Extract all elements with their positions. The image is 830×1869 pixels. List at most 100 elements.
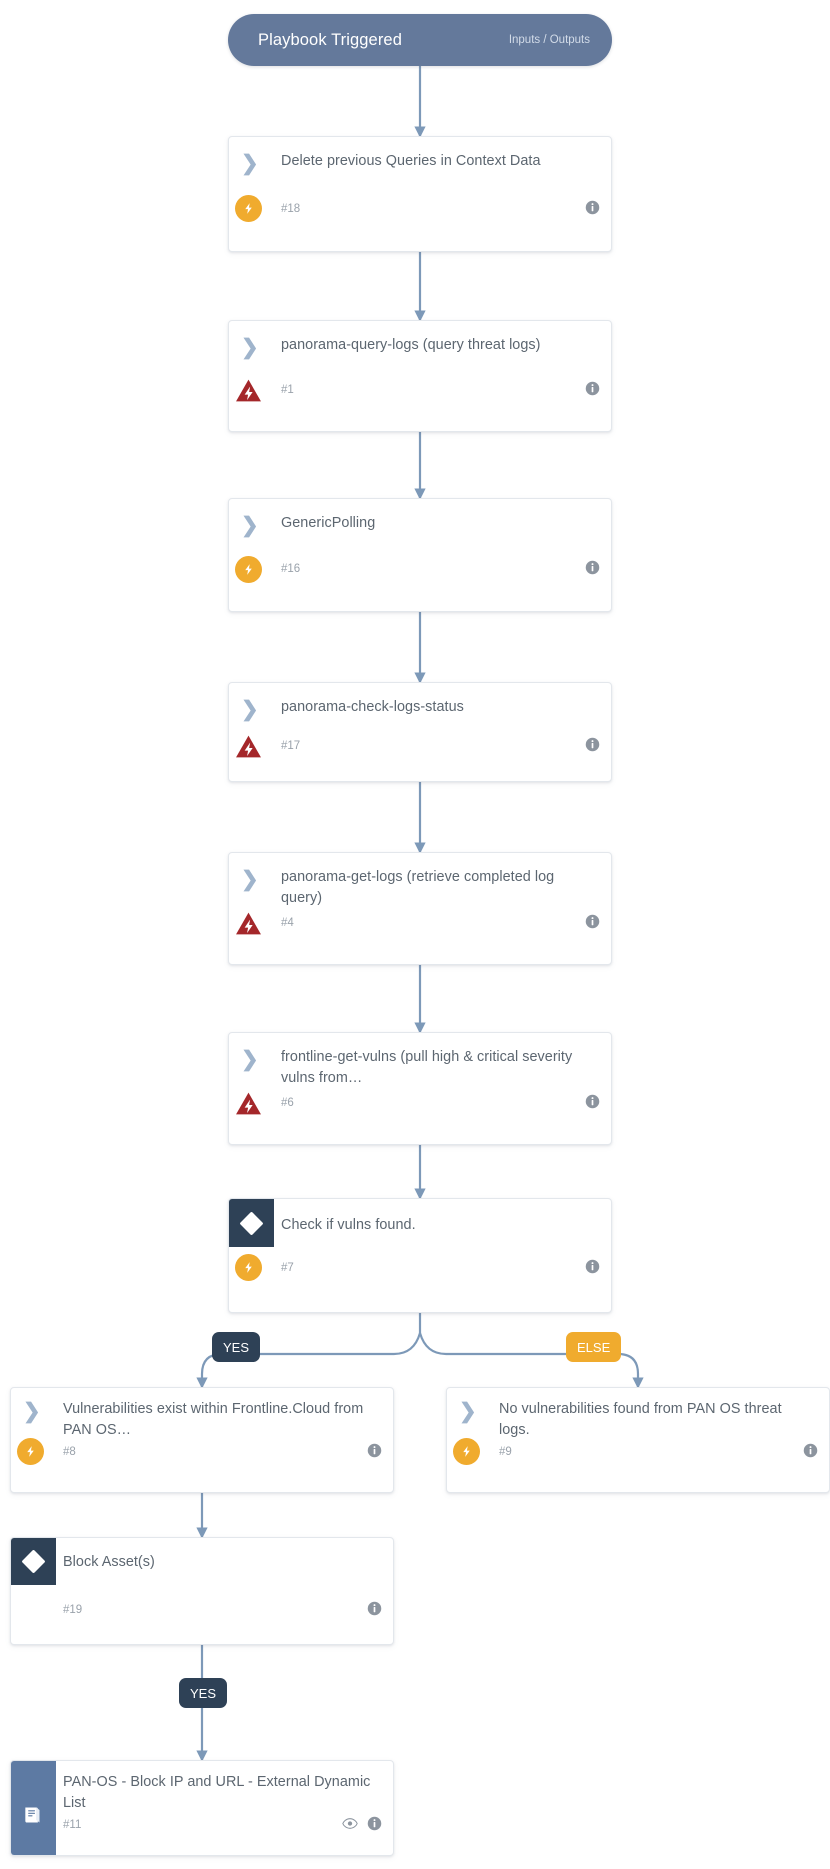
chevron-right-icon: ❯ — [241, 336, 259, 359]
info-icon[interactable] — [585, 200, 600, 215]
amber-lightning-badge — [17, 1438, 44, 1465]
chevron-right-icon: ❯ — [23, 1400, 41, 1423]
red-warning-lightning-badge — [235, 1090, 262, 1117]
chevron-right-icon: ❯ — [459, 1400, 477, 1423]
subplaybook-node-11[interactable]: PAN-OS - Block IP and URL - External Dyn… — [10, 1760, 394, 1856]
warning-triangle-glyph — [236, 1092, 261, 1115]
node-title: Delete previous Queries in Context Data — [281, 153, 541, 169]
diamond-icon — [21, 1549, 46, 1574]
chevron-right-icon: ❯ — [241, 698, 259, 721]
info-icon[interactable] — [585, 1259, 600, 1274]
task-node-8[interactable]: ❯ Vulnerabilities exist within Frontline… — [10, 1387, 394, 1493]
chevron-right-icon: ❯ — [241, 1048, 259, 1071]
info-icon[interactable] — [367, 1443, 382, 1458]
node-icon-column: ❯ — [229, 853, 273, 964]
node-actions[interactable] — [585, 560, 600, 575]
node-actions[interactable] — [342, 1816, 382, 1831]
lightning-glyph — [245, 203, 252, 214]
branch-label-yes-1[interactable]: YES — [212, 1332, 261, 1362]
node-title: PAN-OS - Block IP and URL - External Dyn… — [63, 1774, 371, 1811]
branch-label-yes-2[interactable]: YES — [179, 1678, 228, 1708]
node-title: Vulnerabilities exist within Frontline.C… — [63, 1401, 364, 1438]
trigger-title: Playbook Triggered — [258, 30, 402, 49]
node-icon-column: ❯ — [229, 321, 273, 431]
node-id: #9 — [499, 1446, 512, 1458]
subplaybook-icon-block — [11, 1761, 56, 1855]
info-icon[interactable] — [803, 1443, 818, 1458]
branch-label-else-1[interactable]: ELSE — [566, 1332, 622, 1362]
warning-triangle-glyph — [236, 379, 261, 402]
node-id: #6 — [281, 1097, 294, 1109]
node-icon-column: ❯ — [447, 1388, 491, 1492]
node-id: #4 — [281, 917, 294, 929]
lightning-glyph — [245, 1262, 252, 1273]
red-warning-lightning-badge — [235, 377, 262, 404]
task-node-18[interactable]: ❯ Delete previous Queries in Context Dat… — [228, 136, 612, 252]
task-node-4[interactable]: ❯ panorama-get-logs (retrieve completed … — [228, 852, 612, 965]
node-title: panorama-query-logs (query threat logs) — [281, 337, 541, 353]
node-title: Check if vulns found. — [281, 1217, 416, 1233]
node-title: frontline-get-vulns (pull high & critica… — [281, 1049, 573, 1086]
node-id: #17 — [281, 740, 301, 752]
node-actions[interactable] — [585, 1094, 600, 1109]
amber-lightning-badge — [235, 556, 262, 583]
amber-lightning-badge — [453, 1438, 480, 1465]
node-title: panorama-check-logs-status — [281, 699, 464, 715]
condition-node-7[interactable]: Check if vulns found. #7 — [228, 1198, 612, 1313]
lightning-glyph — [463, 1446, 470, 1457]
lightning-glyph — [27, 1446, 34, 1457]
node-icon-column: ❯ — [11, 1388, 55, 1492]
red-warning-lightning-badge — [235, 733, 262, 760]
node-actions[interactable] — [367, 1443, 382, 1458]
info-icon[interactable] — [367, 1816, 382, 1831]
node-id: #19 — [63, 1604, 83, 1616]
amber-lightning-badge — [235, 1254, 262, 1281]
node-title: Block Asset(s) — [63, 1554, 155, 1570]
node-id: #7 — [281, 1262, 294, 1274]
chevron-right-icon: ❯ — [241, 868, 259, 891]
node-actions[interactable] — [803, 1443, 818, 1458]
eye-icon[interactable] — [342, 1816, 358, 1831]
playbook-trigger-node[interactable]: Playbook Triggered Inputs / Outputs — [228, 14, 612, 66]
condition-icon-block — [11, 1538, 56, 1585]
trigger-inputs-outputs-link[interactable]: Inputs / Outputs — [508, 34, 590, 46]
info-icon[interactable] — [367, 1601, 382, 1616]
task-node-6[interactable]: ❯ frontline-get-vulns (pull high & criti… — [228, 1032, 612, 1145]
node-id: #16 — [281, 563, 301, 575]
node-actions[interactable] — [585, 381, 600, 396]
node-title: panorama-get-logs (retrieve completed lo… — [281, 869, 555, 906]
condition-node-19[interactable]: Block Asset(s) #19 — [10, 1537, 394, 1645]
warning-triangle-glyph — [236, 735, 261, 758]
task-node-16[interactable]: ❯ GenericPolling #16 — [228, 498, 612, 612]
info-icon[interactable] — [585, 737, 600, 752]
task-node-1[interactable]: ❯ panorama-query-logs (query threat logs… — [228, 320, 612, 432]
node-actions[interactable] — [585, 914, 600, 929]
info-icon[interactable] — [585, 1094, 600, 1109]
node-actions[interactable] — [585, 200, 600, 215]
node-id: #11 — [63, 1819, 82, 1831]
book-icon — [25, 1807, 40, 1823]
node-icon-column: ❯ — [229, 137, 273, 251]
task-node-17[interactable]: ❯ panorama-check-logs-status #17 — [228, 682, 612, 782]
node-icon-column: ❯ — [229, 1033, 273, 1144]
info-icon[interactable] — [585, 381, 600, 396]
node-id: #8 — [63, 1446, 76, 1458]
info-icon[interactable] — [585, 560, 600, 575]
info-icon[interactable] — [585, 914, 600, 929]
lightning-glyph — [245, 564, 252, 575]
node-id: #1 — [281, 384, 294, 396]
chevron-right-icon: ❯ — [241, 152, 259, 175]
task-node-9[interactable]: ❯ No vulnerabilities found from PAN OS t… — [446, 1387, 830, 1493]
warning-triangle-glyph — [236, 912, 261, 935]
node-title: No vulnerabilities found from PAN OS thr… — [499, 1401, 782, 1438]
node-icon-column: ❯ — [229, 683, 273, 781]
node-actions[interactable] — [585, 1259, 600, 1274]
node-actions[interactable] — [367, 1601, 382, 1616]
node-id: #18 — [281, 203, 301, 215]
node-icon-column: ❯ — [229, 499, 273, 611]
red-warning-lightning-badge — [235, 910, 262, 937]
node-title: GenericPolling — [281, 515, 376, 531]
node-actions[interactable] — [585, 737, 600, 752]
chevron-right-icon: ❯ — [241, 514, 259, 537]
